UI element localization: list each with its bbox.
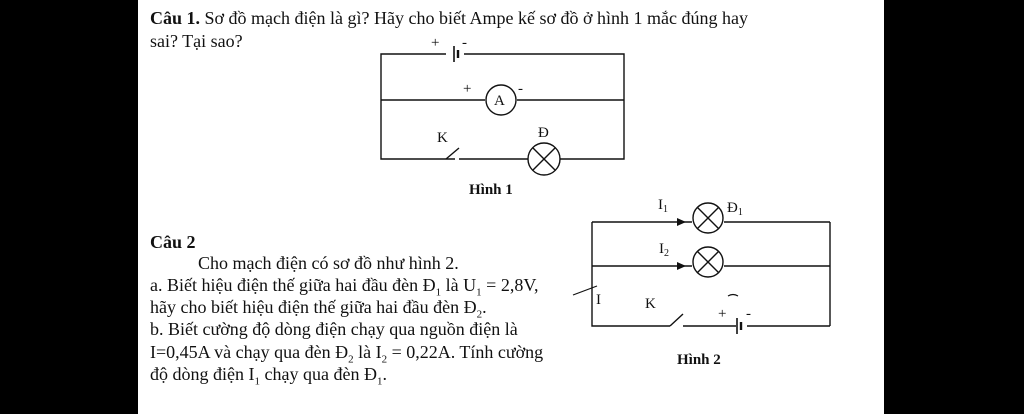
fig2-caption: Hình 2 — [677, 352, 721, 368]
fig2-d1-label: Đ1 — [727, 200, 743, 218]
q2-b-line3: độ dòng điện I1 chạy qua đèn Đ1. — [150, 364, 387, 388]
ammeter-minus: - — [518, 81, 523, 97]
fig2-partial-label — [727, 293, 739, 297]
fig1-battery-plus: + — [431, 35, 439, 51]
ammeter-symbol: A — [494, 93, 505, 109]
ammeter-plus: + — [463, 81, 471, 97]
q2-intro: Cho mạch điện có sơ đồ như hình 2. — [198, 253, 459, 273]
i1-arrow-icon — [677, 218, 686, 226]
i2-arrow-icon — [677, 262, 686, 270]
fig2-battery-plus: + — [718, 306, 726, 322]
fig2-switch-label: K — [645, 296, 656, 312]
fig2-battery-minus: - — [746, 306, 751, 322]
q2-heading: Câu 2 — [150, 232, 196, 252]
figure-2-circuit — [591, 202, 831, 334]
q1-label: Câu 1. — [150, 8, 201, 28]
figure-1-circuit — [380, 46, 625, 176]
fig1-switch-label: K — [437, 130, 448, 146]
q2-b-line1: b. Biết cường độ dòng điện chạy qua nguồ… — [150, 319, 518, 339]
q1-line1: Câu 1. Sơ đồ mạch điện là gì? Hãy cho bi… — [150, 7, 748, 29]
q1-line2: sai? Tại sao? — [150, 31, 243, 51]
q1-text-1: Sơ đồ mạch điện là gì? Hãy cho biết Ampe… — [204, 8, 748, 28]
fig1-lamp-label: Đ — [538, 125, 549, 141]
document-page — [138, 0, 884, 414]
q2-a-line1: a. Biết hiệu điện thế giữa hai đầu đèn Đ… — [150, 275, 539, 299]
fig1-battery-minus: - — [462, 35, 467, 51]
i-arrow-icon — [572, 285, 598, 296]
q2-b-line2: I=0,45A và chạy qua đèn Đ2 là I2 = 0,22A… — [150, 342, 544, 366]
fig2-i-label: I — [596, 292, 601, 308]
fig2-i1-label: I1 — [658, 197, 668, 215]
fig2-i2-label: I2 — [659, 241, 669, 259]
fig1-caption: Hình 1 — [469, 182, 513, 198]
q2-a-line2: hãy cho biết hiệu điện thế giữa hai đầu … — [150, 297, 487, 321]
